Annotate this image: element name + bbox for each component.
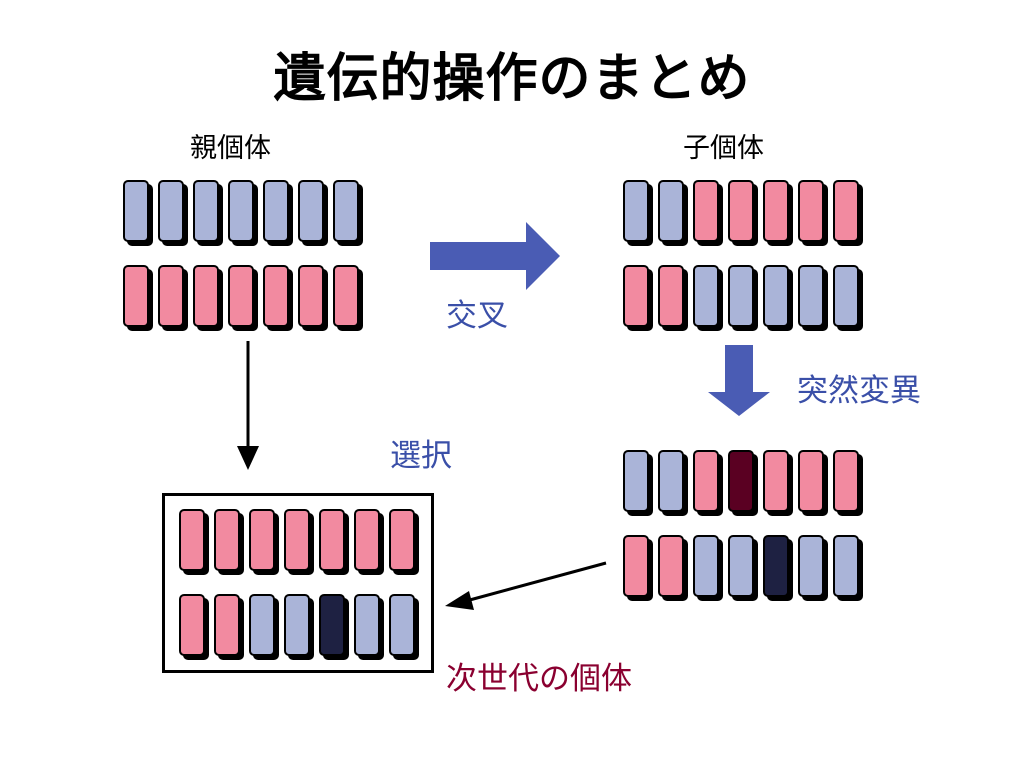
gene-block [123, 265, 149, 327]
gene-block [728, 450, 754, 512]
gene-block [333, 265, 359, 327]
gene-block [179, 509, 205, 571]
gene-block [623, 180, 649, 242]
gene-block [798, 180, 824, 242]
gene-block [193, 265, 219, 327]
gene-block [158, 180, 184, 242]
gene-block [179, 594, 205, 656]
gene-block [763, 450, 789, 512]
gene-block [158, 265, 184, 327]
gene-block [798, 535, 824, 597]
gene-block [319, 594, 345, 656]
gene-block [249, 509, 275, 571]
gene-block [389, 594, 415, 656]
gene-block [658, 535, 684, 597]
gene-block [298, 265, 324, 327]
gene-block [249, 594, 275, 656]
gene-block [319, 509, 345, 571]
crossover-label: 交叉 [446, 298, 508, 334]
gene-block [693, 450, 719, 512]
gene-block [228, 180, 254, 242]
mutation-arrow [708, 345, 770, 416]
gene-block [833, 265, 859, 327]
gene-block [623, 265, 649, 327]
gene-block [728, 180, 754, 242]
next-generation-arrow-head [445, 591, 474, 610]
gene-block [623, 450, 649, 512]
gene-block [658, 450, 684, 512]
gene-block [693, 535, 719, 597]
child-label: 子個体 [683, 133, 764, 164]
gene-block [228, 265, 254, 327]
next-generation-arrow-line [465, 561, 607, 603]
next-generation-label: 次世代の個体 [446, 661, 632, 697]
gene-block [763, 535, 789, 597]
gene-block [728, 535, 754, 597]
selection-label: 選択 [390, 438, 452, 474]
gene-block [693, 180, 719, 242]
gene-block [763, 180, 789, 242]
gene-block [798, 265, 824, 327]
parent-label: 親個体 [190, 133, 271, 164]
gene-block [214, 509, 240, 571]
gene-block [798, 450, 824, 512]
selection-arrow-head [237, 446, 259, 470]
gene-block [833, 450, 859, 512]
gene-block [354, 594, 380, 656]
gene-block [214, 594, 240, 656]
gene-block [728, 265, 754, 327]
gene-block [833, 535, 859, 597]
gene-block [263, 265, 289, 327]
gene-block [284, 594, 310, 656]
gene-block [123, 180, 149, 242]
slide-title: 遺伝的操作のまとめ [273, 49, 751, 109]
crossover-arrow [430, 222, 560, 290]
gene-block [193, 180, 219, 242]
gene-block [658, 180, 684, 242]
gene-block [263, 180, 289, 242]
gene-block [763, 265, 789, 327]
gene-block [354, 509, 380, 571]
gene-block [389, 509, 415, 571]
gene-block [833, 180, 859, 242]
gene-block [333, 180, 359, 242]
gene-block [284, 509, 310, 571]
gene-block [298, 180, 324, 242]
mutation-label: 突然変異 [797, 373, 921, 409]
gene-block [693, 265, 719, 327]
gene-block [623, 535, 649, 597]
gene-block [658, 265, 684, 327]
